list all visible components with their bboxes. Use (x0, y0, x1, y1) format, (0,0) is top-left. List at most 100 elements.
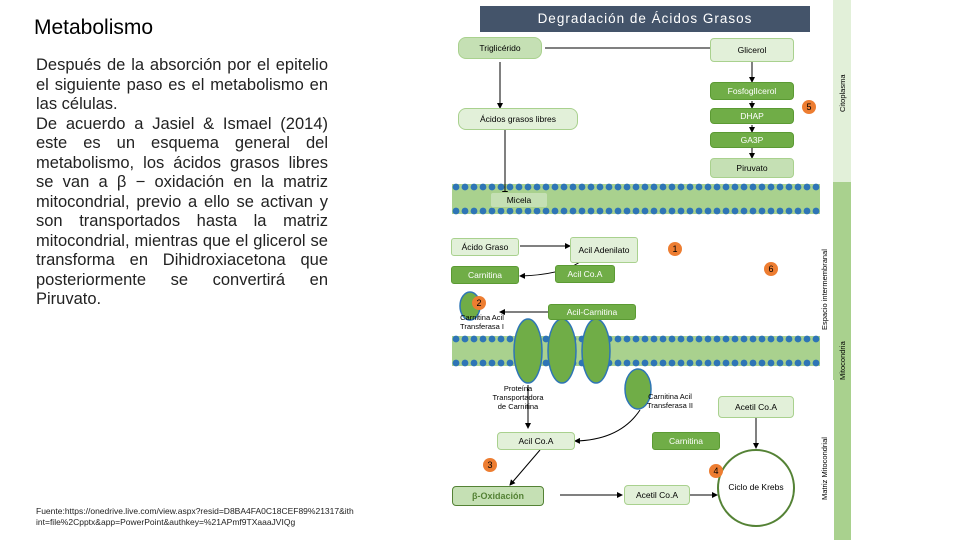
phospholipid-head (497, 335, 505, 343)
phospholipid-head (488, 207, 496, 215)
node-carnitina-acil-transferasa-2: Carnitina Acil Transferasa II (647, 392, 693, 410)
phospholipid-head (542, 207, 550, 215)
node-carnitina-2: Carnitina (652, 432, 720, 450)
phospholipid-head (614, 183, 622, 191)
phospholipid-head (632, 359, 640, 367)
phospholipid-head (479, 359, 487, 367)
node-acil-coa-1: Acil Co.A (555, 265, 615, 283)
citoplasma-strip (833, 0, 851, 182)
phospholipid-head (677, 183, 685, 191)
phospholipid-head (551, 183, 559, 191)
phospholipid-head (794, 359, 802, 367)
phospholipid-head (614, 335, 622, 343)
phospholipid-head (650, 359, 658, 367)
phospholipid-head (740, 359, 748, 367)
phospholipid-head (470, 207, 478, 215)
phospholipid-head (623, 359, 631, 367)
phospholipid-head (497, 207, 505, 215)
phospholipid-head (713, 359, 721, 367)
phospholipid-head (722, 207, 730, 215)
phospholipid-head (623, 207, 631, 215)
node-acetil-coa-1: Acetil Co.A (718, 396, 794, 418)
transport-protein-1 (513, 318, 543, 384)
phospholipid-head (623, 183, 631, 191)
phospholipid-head (731, 183, 739, 191)
node-acido-graso: Ácido Graso (451, 238, 519, 256)
phospholipid-head (587, 207, 595, 215)
body-paragraph-1: Después de la absorción por el epitelio … (36, 56, 328, 113)
phospholipid-head (713, 335, 721, 343)
node-fosfoglicerol: FosfoglIcerol (710, 82, 794, 100)
phospholipid-head (551, 207, 559, 215)
phospholipid-head (650, 183, 658, 191)
diagram-header: Degradación de Ácidos Grasos (480, 6, 810, 32)
phospholipid-head (470, 335, 478, 343)
phospholipid-head (497, 359, 505, 367)
node-ga3p: GA3P (710, 132, 794, 148)
phospholipid-head (713, 207, 721, 215)
node-glicerol: Glicerol (710, 38, 794, 62)
phospholipid-head (524, 207, 532, 215)
node-acetil-coa-2: Acetil Co.A (624, 485, 690, 505)
phospholipid-head (632, 183, 640, 191)
phospholipid-head (785, 207, 793, 215)
step-badge-5: 5 (802, 100, 816, 114)
phospholipid-head (785, 183, 793, 191)
phospholipid-head (533, 183, 541, 191)
phospholipid-head (731, 335, 739, 343)
phospholipid-head (461, 335, 469, 343)
phospholipid-head (677, 359, 685, 367)
phospholipid-head (497, 183, 505, 191)
phospholipid-head (515, 183, 523, 191)
phospholipid-head (596, 207, 604, 215)
node-piruvato: Piruvato (710, 158, 794, 178)
phospholipid-head (578, 183, 586, 191)
phospholipid-head (668, 183, 676, 191)
phospholipid-head (677, 335, 685, 343)
phospholipid-head (614, 359, 622, 367)
phospholipid-head (569, 183, 577, 191)
phospholipid-head (704, 359, 712, 367)
step-badge-1: 1 (668, 242, 682, 256)
phospholipid-head (686, 335, 694, 343)
phospholipid-head (488, 183, 496, 191)
phospholipid-head (749, 183, 757, 191)
phospholipid-head (803, 359, 811, 367)
phospholipid-head (488, 335, 496, 343)
phospholipid-head (695, 183, 703, 191)
flow-arrows (497, 45, 759, 498)
phospholipid-head (515, 207, 523, 215)
phospholipid-head (731, 207, 739, 215)
slide-title: Metabolismo (34, 16, 154, 39)
node-acidos-grasos-libres: Ácidos grasos libres (458, 108, 578, 130)
phospholipid-head (695, 207, 703, 215)
phospholipid-head (614, 207, 622, 215)
phospholipid-head (479, 207, 487, 215)
phospholipid-head (533, 207, 541, 215)
node-dhap: DHAP (710, 108, 794, 124)
source-citation: Fuente:https://onedrive.live.com/view.as… (36, 506, 354, 527)
phospholipid-head (776, 207, 784, 215)
phospholipid-head (542, 183, 550, 191)
phospholipid-head (452, 207, 460, 215)
phospholipid-head (749, 335, 757, 343)
phospholipid-head (488, 359, 496, 367)
phospholipid-head (542, 335, 550, 343)
phospholipid-head (560, 207, 568, 215)
phospholipid-head (722, 335, 730, 343)
phospholipid-head (785, 359, 793, 367)
node-carnitina-acil-transferasa-1: Carnitina Acil Transferasa I (460, 313, 504, 331)
phospholipid-head (695, 335, 703, 343)
phospholipid-head (740, 335, 748, 343)
phospholipid-head (740, 207, 748, 215)
phospholipid-head (722, 359, 730, 367)
phospholipid-head (452, 359, 460, 367)
step-badge-3: 3 (483, 458, 497, 472)
node-acil-adenilato: Acil Adenilato (570, 237, 638, 263)
phospholipid-head (704, 207, 712, 215)
phospholipid-head (758, 207, 766, 215)
phospholipid-head (632, 335, 640, 343)
phospholipid-head (803, 183, 811, 191)
phospholipid-head (452, 335, 460, 343)
